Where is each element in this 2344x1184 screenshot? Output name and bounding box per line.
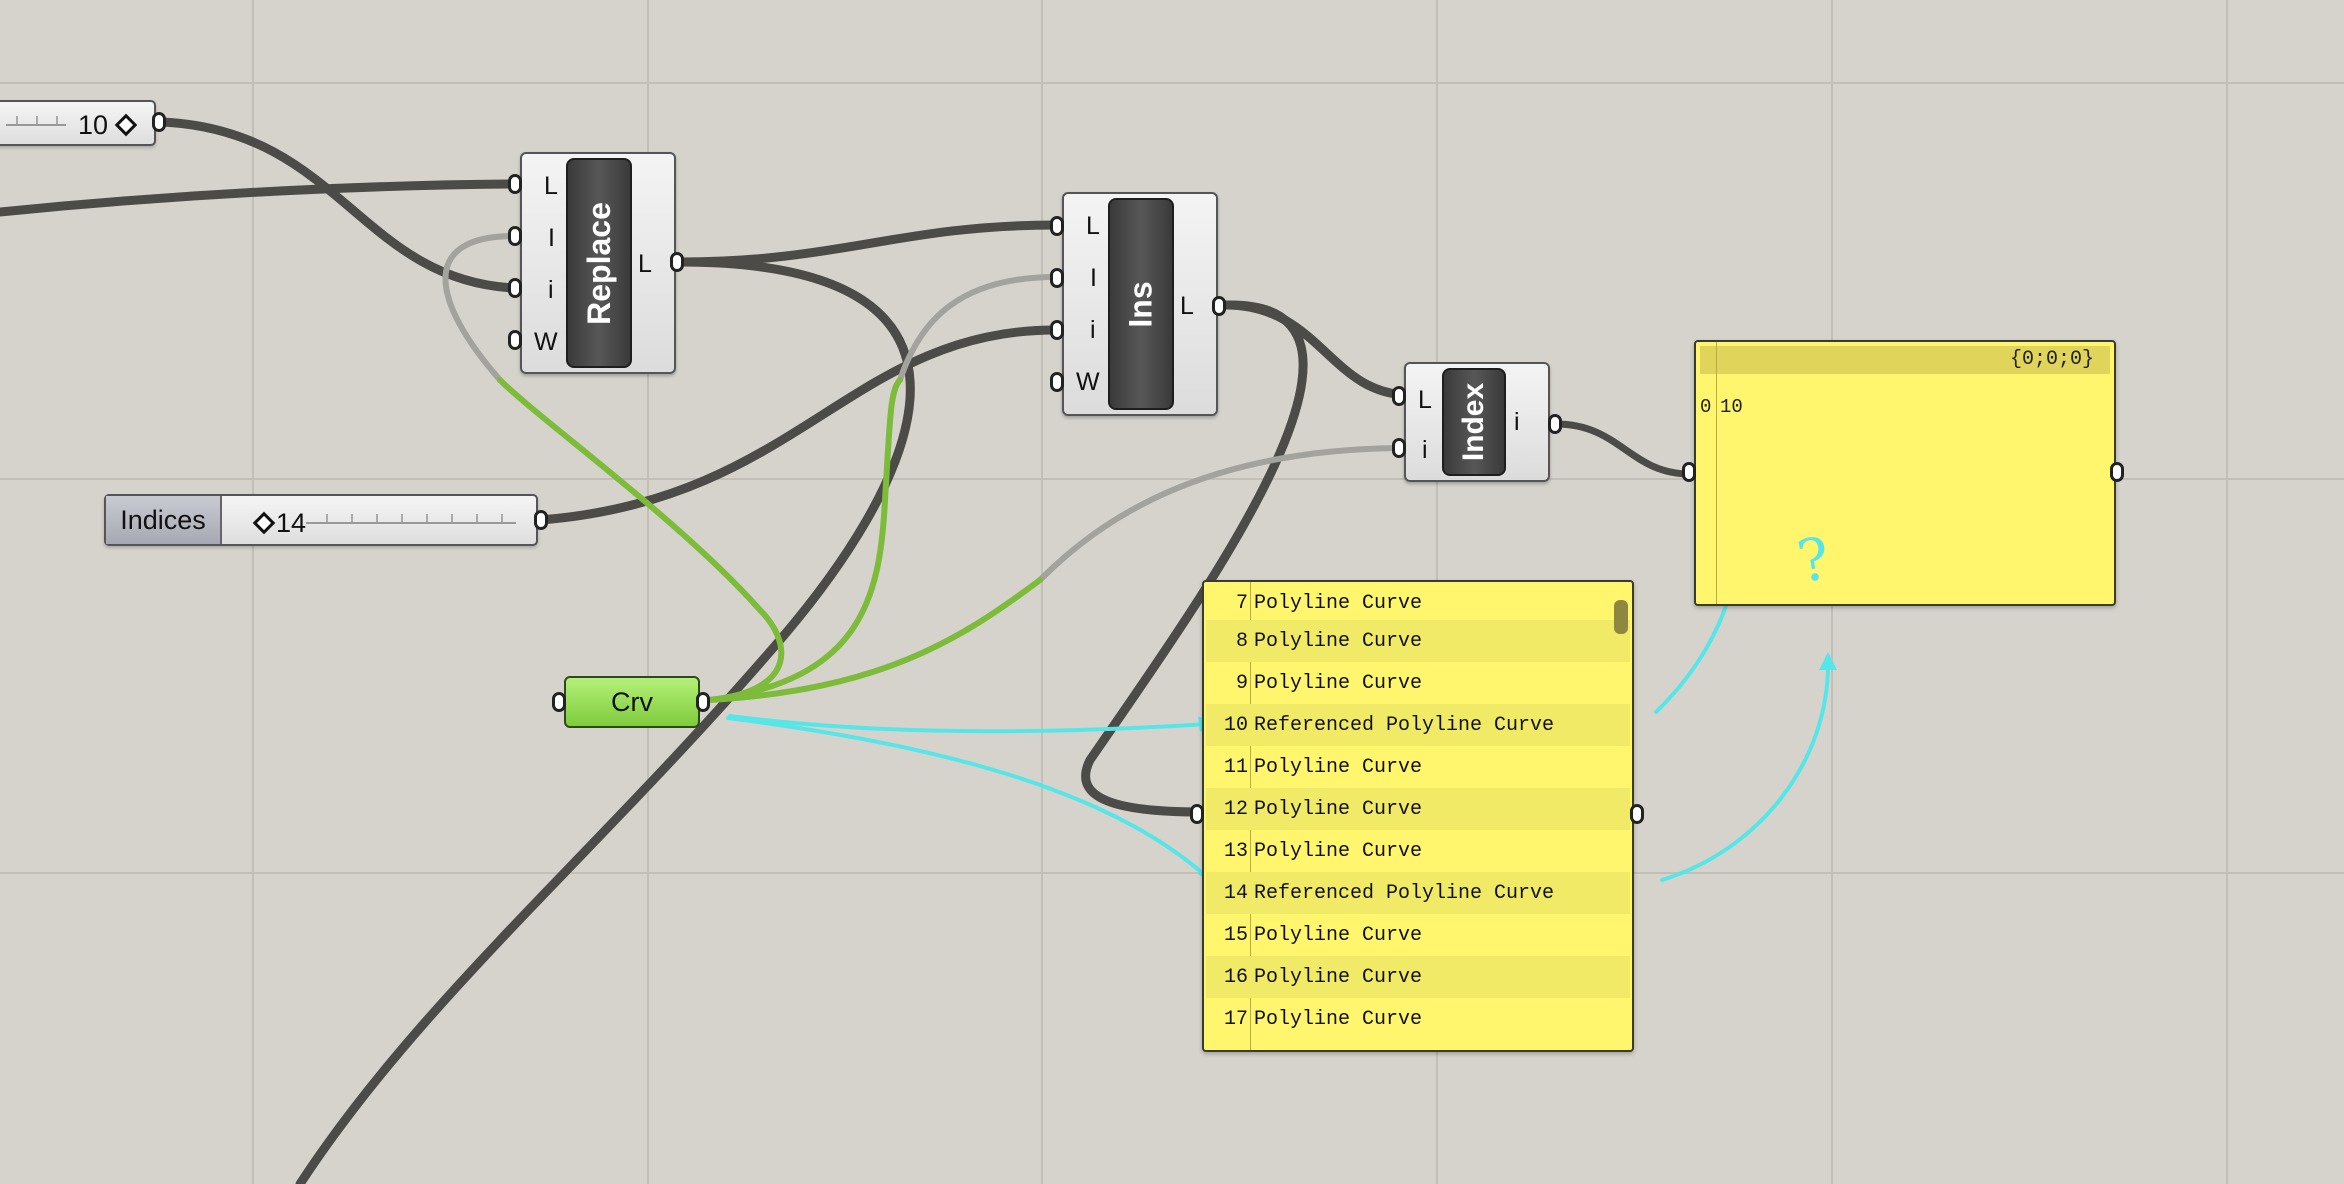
curve-parameter[interactable]: Crv	[564, 676, 700, 728]
component-title-plate[interactable]: Index	[1442, 368, 1506, 476]
slider-grip-icon[interactable]	[252, 511, 276, 535]
wire-replace-to-ins-l[interactable]	[675, 220, 1061, 267]
output-label: L	[1180, 292, 1194, 320]
input-grip[interactable]	[1050, 320, 1064, 340]
panel-item-value: 10	[1720, 396, 1743, 418]
wire-crv-to-ins-I[interactable]	[707, 377, 903, 703]
panel-path-header: {0;0;0}	[1700, 346, 2110, 374]
grid-line	[0, 872, 2344, 874]
input-label: I	[1090, 264, 1097, 292]
slider-track[interactable]	[6, 110, 66, 126]
slider-track[interactable]	[306, 508, 516, 524]
component-title-plate[interactable]: Ins	[1108, 198, 1174, 410]
wire-light-index-i[interactable]	[1037, 445, 1403, 583]
grid-line	[252, 0, 254, 1184]
wire-slider-to-replace-i[interactable]	[157, 117, 519, 293]
slider-value: 10	[78, 110, 109, 140]
input-label: W	[1076, 368, 1100, 396]
wire-light-ins-I[interactable]	[897, 274, 1059, 383]
annotation-arrow-to-row-10	[728, 714, 1210, 734]
grid-line	[0, 478, 2344, 480]
insert-items-component[interactable]: L I i W Ins L	[1062, 192, 1218, 416]
input-grip[interactable]	[552, 692, 566, 712]
panel-item-index: 0	[1700, 396, 1712, 418]
output-grip[interactable]	[152, 112, 166, 132]
wire-input-list-to-replace[interactable]	[0, 179, 519, 217]
grid-line	[647, 0, 649, 1184]
output-grip[interactable]	[696, 692, 710, 712]
wire-ins-to-index[interactable]	[1221, 300, 1415, 400]
input-grip[interactable]	[1392, 438, 1406, 458]
index-divider	[1716, 342, 1717, 604]
grid-line	[0, 82, 2344, 84]
wire-crv-to-replace-I[interactable]	[497, 377, 785, 703]
input-grip[interactable]	[1050, 268, 1064, 288]
replace-component[interactable]: L I i W Replace L	[520, 152, 676, 374]
output-label: L	[638, 250, 652, 278]
annotation-arrow-to-row-14	[726, 716, 1210, 880]
component-title: Ins	[1122, 280, 1159, 328]
output-grip[interactable]	[2110, 462, 2124, 482]
input-grip[interactable]	[1050, 216, 1064, 236]
scrollbar-thumb[interactable]	[1614, 600, 1628, 634]
result-panel[interactable]: {0;0;0} 0 10	[1694, 340, 2116, 606]
wire-index-to-result[interactable]	[1552, 420, 1694, 478]
input-grip[interactable]	[508, 278, 522, 298]
input-grip[interactable]	[1682, 462, 1696, 482]
input-label: L	[544, 172, 558, 200]
grid-line	[1041, 0, 1043, 1184]
annotation-arrow-to-question	[1660, 658, 1831, 882]
wire-light-replace-I[interactable]	[442, 233, 517, 383]
wire-indices-to-ins-i[interactable]	[535, 325, 1061, 525]
input-label: W	[534, 328, 558, 356]
output-grip[interactable]	[670, 252, 684, 272]
input-label: i	[1090, 316, 1096, 344]
slider-name: Indices	[106, 496, 222, 544]
input-grip[interactable]	[1050, 372, 1064, 392]
component-title: Index	[1457, 382, 1491, 462]
slider-value: 14	[276, 508, 307, 538]
input-grip[interactable]	[508, 226, 522, 246]
output-label: i	[1514, 408, 1520, 436]
input-label: L	[1418, 386, 1432, 414]
input-grip[interactable]	[1190, 804, 1204, 824]
input-label: i	[548, 276, 554, 304]
slider-grip-icon[interactable]	[114, 113, 138, 137]
output-grip[interactable]	[1630, 804, 1644, 824]
input-grip[interactable]	[1392, 386, 1406, 406]
list-item-index-component[interactable]: L i Index i	[1404, 362, 1550, 482]
input-label: L	[1086, 212, 1100, 240]
arrowhead	[1819, 652, 1837, 670]
input-label: I	[548, 224, 555, 252]
input-label: i	[1422, 436, 1428, 464]
number-slider-top[interactable]: 10	[0, 100, 156, 146]
input-grip[interactable]	[508, 174, 522, 194]
number-slider-indices[interactable]: Indices 14	[104, 494, 538, 546]
grid-line	[2226, 0, 2228, 1184]
component-title-plate[interactable]: Replace	[566, 158, 632, 368]
output-grip[interactable]	[1212, 296, 1226, 316]
wire-ins-to-list-panel[interactable]	[1081, 300, 1308, 817]
component-title: Replace	[580, 201, 617, 325]
input-grip[interactable]	[508, 330, 522, 350]
param-label: Crv	[611, 686, 653, 717]
output-grip[interactable]	[1548, 414, 1562, 434]
output-grip[interactable]	[534, 510, 548, 530]
wire-crv-to-index-i[interactable]	[707, 577, 1043, 703]
